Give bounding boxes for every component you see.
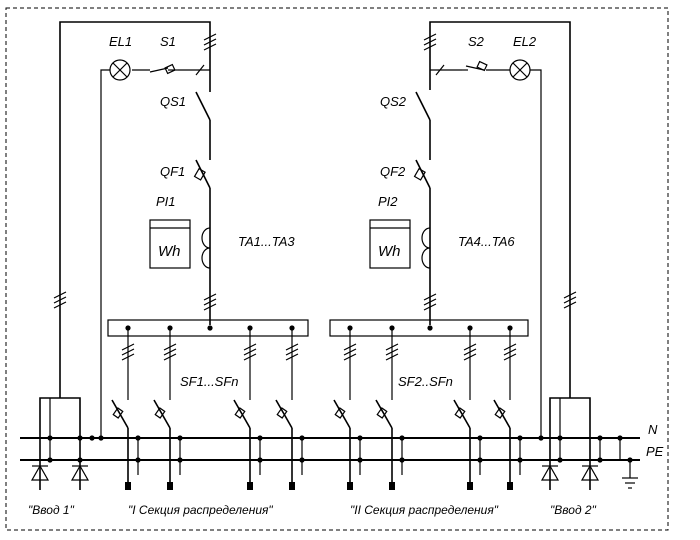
- input-2-terminal: [540, 397, 601, 490]
- ct-ta4-ta6: [421, 227, 431, 269]
- feeder-1-2: [153, 325, 177, 490]
- disconnector-qs1: [195, 90, 211, 160]
- feeder-1-3: [233, 325, 257, 490]
- label-s1: S1: [160, 34, 176, 49]
- feeder-2-2: [375, 325, 399, 490]
- ground-icon: [622, 460, 638, 489]
- feeders-section-1: [111, 325, 299, 490]
- label-s2: S2: [468, 34, 485, 49]
- meter-pi2-symbol: Wh: [378, 243, 401, 260]
- label-pi2: PI2: [378, 194, 398, 209]
- label-qf1: QF1: [160, 164, 185, 179]
- disconnector-qs2: [415, 91, 431, 160]
- switch-s2: [462, 60, 510, 72]
- label-el1: EL1: [109, 34, 132, 49]
- label-input-2: "Ввод 2": [550, 503, 597, 517]
- feeder-2-4: [493, 325, 517, 490]
- cabinet-outline: [5, 7, 669, 531]
- feeders-section-2: [333, 325, 517, 490]
- feeder-1-1: [111, 325, 135, 490]
- label-sf2-sfn: SF2..SFn: [398, 374, 453, 389]
- switch-s1: [132, 63, 178, 75]
- label-pi1: PI1: [156, 194, 176, 209]
- lamp-el2: [509, 59, 531, 81]
- label-n: N: [648, 422, 658, 437]
- busbar-section-2: [329, 319, 529, 337]
- input-1-terminal: [30, 397, 90, 490]
- bus-lines: [20, 435, 640, 475]
- input-1-line: Wh: [53, 21, 309, 438]
- label-qf2: QF2: [380, 164, 406, 179]
- label-ta1-ta3: TA1...TA3: [238, 234, 295, 249]
- feeder-2-1: [333, 325, 357, 490]
- label-section-1: "I Секция распределения": [128, 503, 273, 517]
- label-qs1: QS1: [160, 94, 186, 109]
- label-el2: EL2: [513, 34, 537, 49]
- label-input-1: "Ввод 1": [28, 503, 75, 517]
- label-sf1-sfn: SF1...SFn: [180, 374, 239, 389]
- meter-pi1-symbol: Wh: [158, 243, 181, 260]
- feeder-1-4: [275, 325, 299, 490]
- feeder-2-3: [453, 325, 477, 490]
- lamp-el1: [109, 59, 131, 81]
- three-phase-marks-1: [53, 33, 217, 309]
- three-phase-marks-1b: [203, 293, 217, 311]
- label-qs2: QS2: [380, 94, 407, 109]
- input-2-line: Wh: [329, 21, 577, 438]
- busbar-section-1: [107, 319, 309, 337]
- label-section-2: "II Секция распределения": [350, 503, 499, 517]
- label-pe: PE: [646, 444, 664, 459]
- three-phase-marks-2: [423, 33, 577, 309]
- three-phase-marks-2b: [423, 293, 437, 311]
- meter-pi2: Wh: [369, 219, 411, 269]
- meter-pi1: Wh: [149, 219, 191, 269]
- label-ta4-ta6: TA4...TA6: [458, 234, 515, 249]
- ct-ta1-ta3: [201, 227, 211, 269]
